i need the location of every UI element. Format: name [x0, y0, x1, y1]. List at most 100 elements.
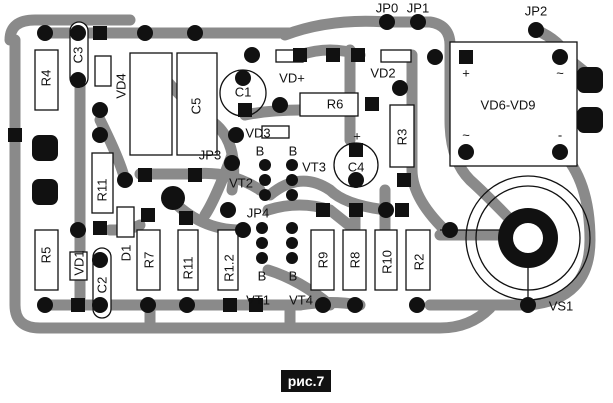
r8-outline — [342, 229, 367, 291]
label-r6: R6 — [326, 96, 344, 112]
label-r7: R7 — [141, 251, 157, 269]
pad-square-9 — [238, 103, 252, 117]
pad-square-8 — [93, 221, 107, 235]
label-bridge-ac1: ~ — [556, 65, 564, 81]
pad-round-15 — [235, 222, 251, 238]
pad-round-37 — [259, 159, 271, 171]
pad-round-32 — [528, 22, 544, 38]
pad-round-4 — [70, 72, 86, 88]
pad-square-17 — [293, 48, 307, 62]
pad-square-12 — [397, 173, 411, 187]
r9-outline — [310, 229, 335, 291]
r11-upper-outline — [91, 152, 114, 214]
label-bridge-minus: - — [557, 127, 563, 143]
pad-square-2 — [223, 298, 237, 312]
label-vd3: VD3 — [245, 125, 271, 141]
label-c2: C2 — [94, 276, 110, 294]
vd3-outline — [261, 125, 290, 139]
label-b-vt3: B — [288, 143, 298, 159]
pad-square-1 — [71, 298, 85, 312]
pad-round-5 — [92, 102, 108, 118]
pad-round-21 — [179, 297, 195, 313]
label-c4: C4 — [347, 159, 365, 175]
r7-outline — [136, 229, 161, 291]
pad-round-7 — [244, 47, 260, 63]
label-d1: D1 — [118, 244, 134, 262]
pad-round-27 — [378, 202, 394, 218]
pad-round-41 — [286, 174, 298, 186]
label-r11-upper: R11 — [94, 178, 110, 202]
label-vd-plus: VD+ — [279, 70, 305, 86]
label-r9: R9 — [315, 251, 331, 269]
pad-round-19 — [37, 297, 53, 313]
label-jp0: JP0 — [375, 0, 399, 16]
pad-square-11 — [349, 143, 363, 157]
pad-square-20 — [8, 128, 22, 142]
pad-large-round — [161, 186, 185, 210]
pad-round-22 — [379, 14, 395, 30]
label-b-vt2: B — [255, 143, 265, 159]
pad-square-18 — [326, 48, 340, 62]
pad-round-34 — [347, 297, 363, 313]
pad-square-3 — [249, 298, 263, 312]
pad-square-10 — [365, 97, 379, 111]
pad-round-43 — [256, 222, 268, 234]
label-jp2: JP2 — [524, 3, 548, 19]
pad-round-38 — [259, 174, 271, 186]
pad-round-31 — [552, 144, 568, 160]
label-c1: C1 — [234, 84, 252, 100]
pad-round-9 — [272, 97, 288, 113]
pad-round-1 — [70, 25, 86, 41]
vd4-outline — [129, 52, 173, 156]
d1-outline — [116, 206, 135, 238]
r12-outline — [217, 229, 239, 291]
trace-4 — [39, 27, 361, 334]
vd4-diode-outline — [94, 55, 112, 87]
r11-lower-outline — [177, 229, 199, 291]
pad-round-42 — [286, 189, 298, 201]
label-vt2: VT2 — [229, 175, 253, 191]
pad-round-40 — [286, 159, 298, 171]
pad-round-45 — [256, 252, 268, 264]
label-vd1: VD1 — [71, 250, 87, 276]
c5-outline — [176, 52, 218, 156]
label-jp1: JP1 — [406, 0, 430, 16]
label-r12: R1.2 — [221, 254, 237, 282]
label-vd6-vd9: VD6-VD9 — [480, 97, 536, 113]
label-bridge-plus: + — [462, 65, 470, 81]
label-jp3: JP3 — [198, 147, 222, 163]
label-r11-lower: R11 — [180, 256, 196, 280]
label-r4: R4 — [38, 69, 54, 87]
pad-large-0 — [32, 135, 58, 161]
pad-round-10 — [228, 127, 244, 143]
pad-large-3 — [577, 107, 603, 133]
pad-square-4 — [138, 168, 152, 182]
label-jp4: JP4 — [246, 205, 270, 221]
label-vt3: VT3 — [302, 159, 326, 175]
label-r3: R3 — [394, 128, 410, 146]
pad-round-25 — [392, 80, 408, 96]
pad-square-6 — [141, 208, 155, 222]
pad-square-5 — [188, 168, 202, 182]
pad-round-44 — [256, 237, 268, 249]
pad-round-48 — [286, 252, 298, 264]
pad-round-28 — [442, 222, 458, 238]
label-r5: R5 — [38, 246, 54, 264]
pad-round-47 — [286, 237, 298, 249]
pad-round-36 — [520, 297, 536, 313]
label-r8: R8 — [347, 251, 363, 269]
label-b-vt1: B — [257, 268, 267, 284]
r2-outline — [405, 229, 431, 291]
vs1-hole — [513, 223, 543, 253]
pad-round-35 — [409, 297, 425, 313]
pad-square-19 — [351, 48, 365, 62]
pad-round-0 — [37, 25, 53, 41]
pad-round-2 — [137, 25, 153, 41]
pad-large-2 — [577, 67, 603, 93]
r4-outline — [34, 49, 59, 111]
label-r2: R2 — [411, 253, 427, 271]
label-vs1: VS1 — [548, 298, 574, 314]
pad-round-46 — [286, 222, 298, 234]
pad-round-23 — [410, 14, 426, 30]
